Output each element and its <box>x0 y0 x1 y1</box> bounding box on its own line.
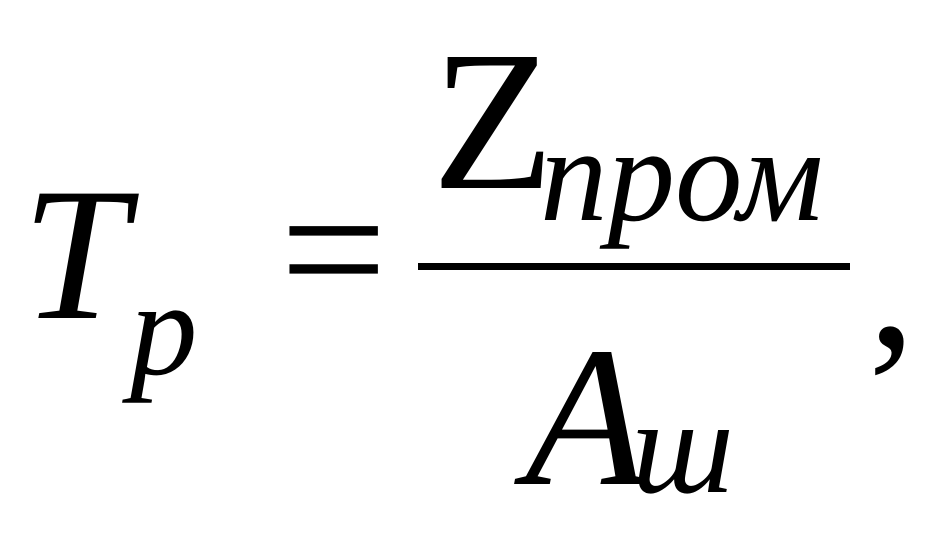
numerator-symbol: Z <box>432 11 555 232</box>
trailing-comma: , <box>868 178 916 388</box>
fraction-bar <box>418 263 850 270</box>
lhs-subscript: p <box>130 255 198 404</box>
denominator-symbol: A <box>525 307 648 528</box>
numerator-subscript: пром <box>540 101 824 250</box>
denominator-subscript: ш <box>632 373 734 522</box>
lhs-symbol: T <box>22 150 128 360</box>
equals-sign: = <box>280 145 388 355</box>
